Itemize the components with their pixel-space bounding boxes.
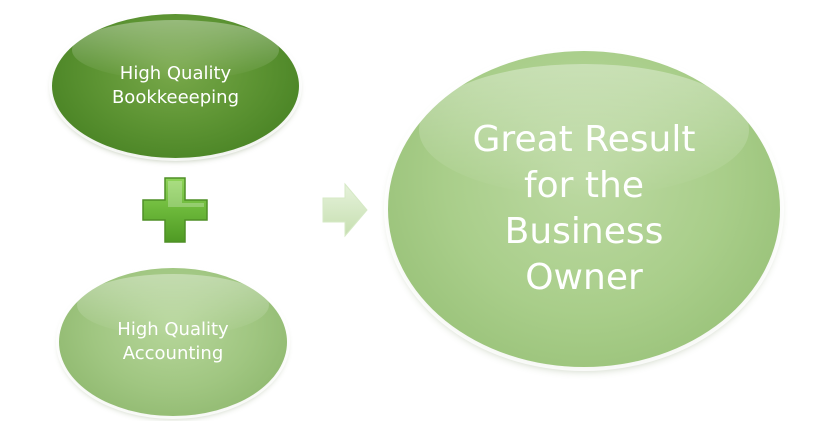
node-label-bookkeeping: High Quality Bookkeeeping <box>111 63 240 108</box>
node-label-accounting: High Quality Accounting <box>117 319 229 364</box>
arrow-right-icon <box>322 182 368 238</box>
node-great-result: Great Result for the Business Owner <box>388 51 780 367</box>
plus-icon <box>142 177 208 243</box>
node-high-quality-bookkeeping: High Quality Bookkeeeping <box>52 14 299 158</box>
node-high-quality-accounting: High Quality Accounting <box>59 268 287 416</box>
node-label-result: Great Result for the Business Owner <box>472 119 696 298</box>
